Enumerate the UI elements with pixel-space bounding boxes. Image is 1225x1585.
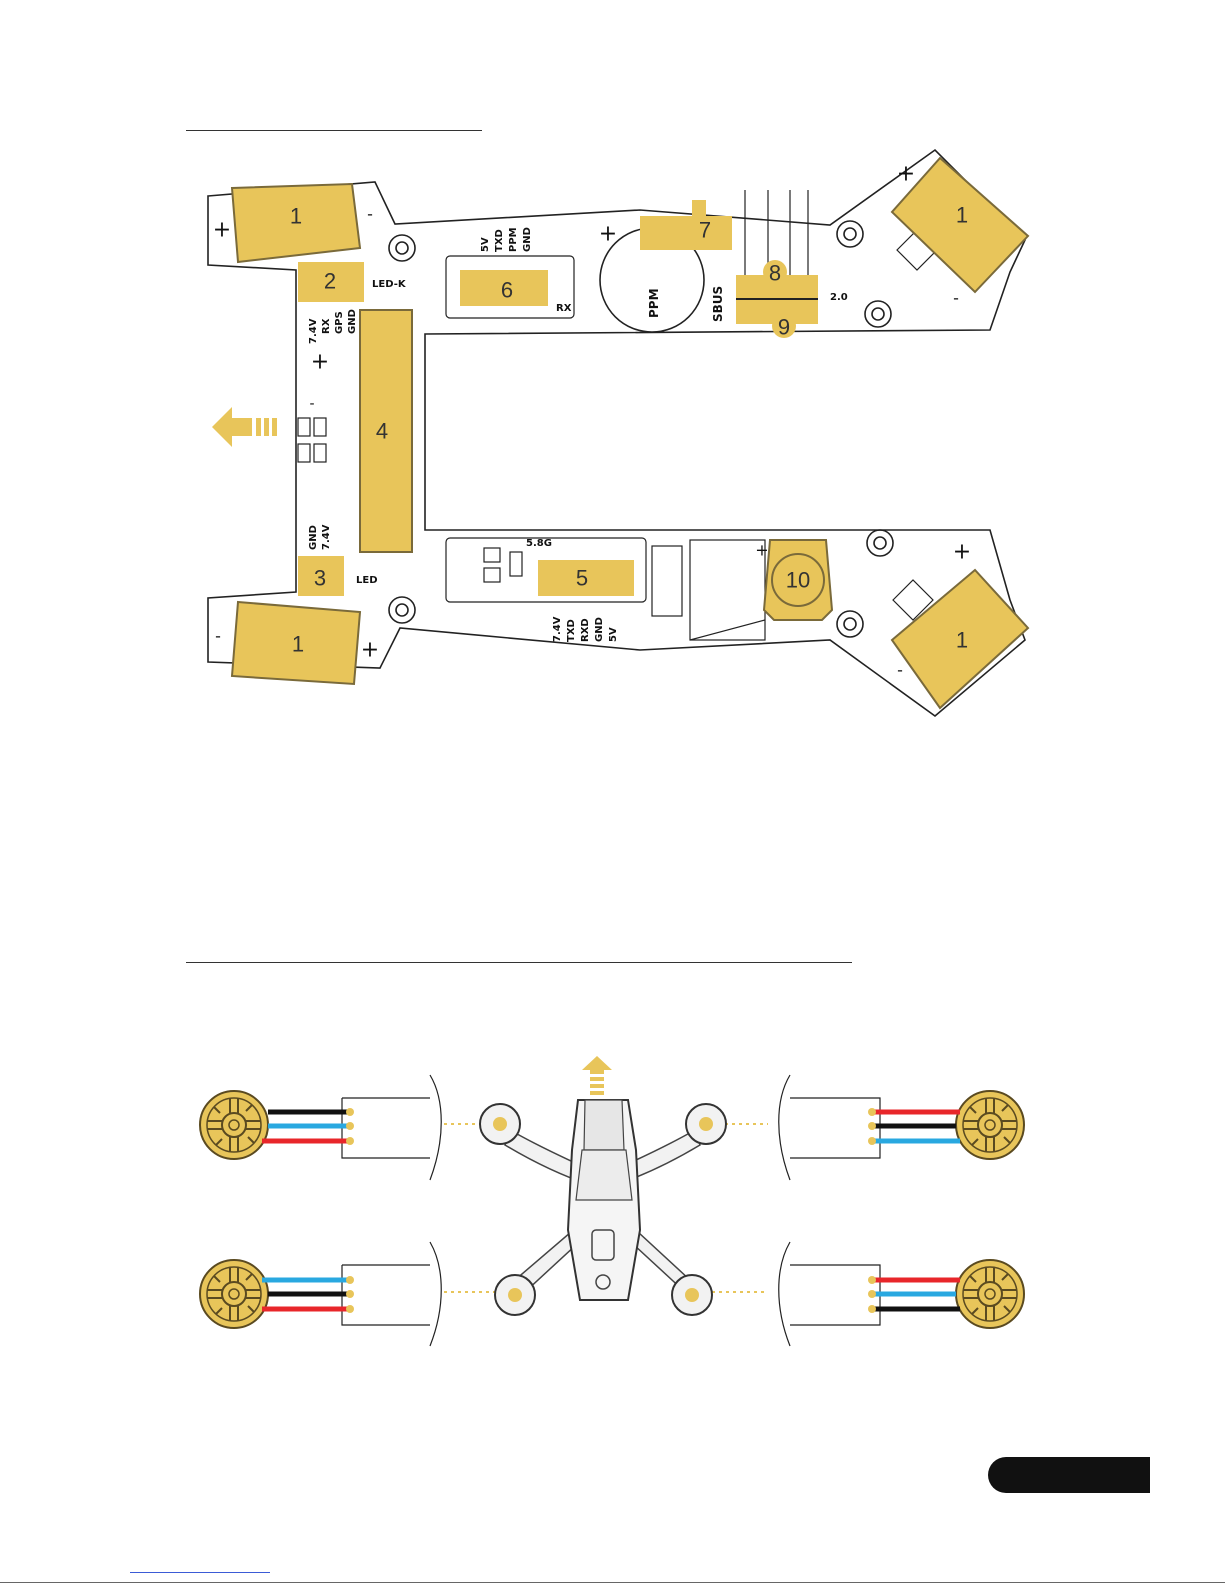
svg-text:TXD: TXD <box>494 229 505 252</box>
svg-text:-: - <box>897 661 903 680</box>
motor-rear-left <box>200 1242 441 1346</box>
svg-text:+: + <box>213 218 231 243</box>
motor-icon <box>200 1091 268 1159</box>
vtx-header-pinout: 7.4V TXD RXD GND 5V <box>552 616 619 642</box>
gps-header-pinout: 7.4V RX GPS GND <box>308 309 358 344</box>
svg-text:-: - <box>215 627 221 646</box>
pad-1-top-left: 1 <box>232 184 360 262</box>
svg-text:-: - <box>953 289 959 308</box>
sbus-label: SBUS <box>711 286 725 322</box>
svg-text:+: + <box>953 540 971 565</box>
pad-label: 1 <box>956 203 968 228</box>
pad-2: 2 <box>298 262 364 302</box>
pad-label: 2 <box>324 269 336 294</box>
ppm-label: PPM <box>647 288 661 318</box>
svg-text:-: - <box>309 396 314 412</box>
pad-5: 5 <box>538 560 634 596</box>
pad-4: 4 <box>360 310 412 552</box>
pad-label: 6 <box>501 278 513 303</box>
pad-6: 6 <box>460 270 548 306</box>
version-label: 2.0 <box>830 292 848 303</box>
svg-text:TXD: TXD <box>566 619 577 642</box>
pad-label: 3 <box>314 566 326 591</box>
svg-text:+: + <box>599 222 617 247</box>
pad-label: 1 <box>290 204 302 229</box>
svg-text:GND: GND <box>522 227 533 252</box>
pad-10: 10 <box>764 540 832 620</box>
svg-text:5V: 5V <box>480 237 491 252</box>
led-label: LED <box>356 575 378 586</box>
drone-top-view <box>444 1100 768 1315</box>
svg-text:7.4V: 7.4V <box>552 616 563 642</box>
svg-text:+: + <box>897 162 915 187</box>
svg-text:5V: 5V <box>608 627 619 642</box>
footer-link-underline[interactable] <box>130 1572 270 1573</box>
svg-text:GND: GND <box>594 617 605 642</box>
pad-7: 7 <box>640 200 732 250</box>
svg-text:7.4V: 7.4V <box>308 318 319 344</box>
svg-text:-: - <box>367 205 373 224</box>
motor-rear-right <box>779 1242 1024 1346</box>
led-k-label: LED-K <box>372 279 407 290</box>
pad-label: 1 <box>292 632 304 657</box>
svg-text:RXD: RXD <box>580 618 591 642</box>
vtx-58g-label: 5.8G <box>526 538 552 549</box>
pad-label: 5 <box>576 566 588 591</box>
svg-text:GND: GND <box>308 525 319 550</box>
pad-8: 8 <box>736 260 818 299</box>
page-number-tab <box>988 1457 1150 1493</box>
svg-text:PPM: PPM <box>508 227 519 252</box>
rx-label: RX <box>556 303 572 314</box>
pad-label: 4 <box>376 419 388 444</box>
forward-arrow-icon <box>212 407 277 447</box>
footer-rule <box>0 1582 1225 1583</box>
svg-text:+: + <box>361 638 379 663</box>
svg-text:GPS: GPS <box>334 311 345 334</box>
motor-icon <box>956 1260 1024 1328</box>
svg-text:RX: RX <box>321 318 332 334</box>
svg-text:7.4V: 7.4V <box>321 524 332 550</box>
motor-front-left <box>200 1075 441 1180</box>
svg-text:+: + <box>755 541 768 560</box>
pad-3: 3 <box>298 556 344 596</box>
pad-label: 7 <box>699 218 711 243</box>
motor-icon <box>200 1260 268 1328</box>
rx-header-pinout: 5V TXD PPM GND <box>480 227 533 252</box>
motor-icon <box>956 1091 1024 1159</box>
pad-label: 1 <box>956 628 968 653</box>
motor-front-right <box>779 1075 1024 1180</box>
svg-text:GND: GND <box>347 309 358 334</box>
drone-forward-arrow-icon <box>582 1056 612 1095</box>
pad-label: 10 <box>786 568 810 593</box>
led-header-pinout: GND 7.4V <box>308 524 332 550</box>
svg-text:+: + <box>311 350 329 375</box>
pad-label: 9 <box>778 315 790 340</box>
pad-9: 9 <box>736 300 818 340</box>
pad-1-bottom-left: 1 <box>232 602 360 684</box>
pad-label: 8 <box>769 261 781 286</box>
